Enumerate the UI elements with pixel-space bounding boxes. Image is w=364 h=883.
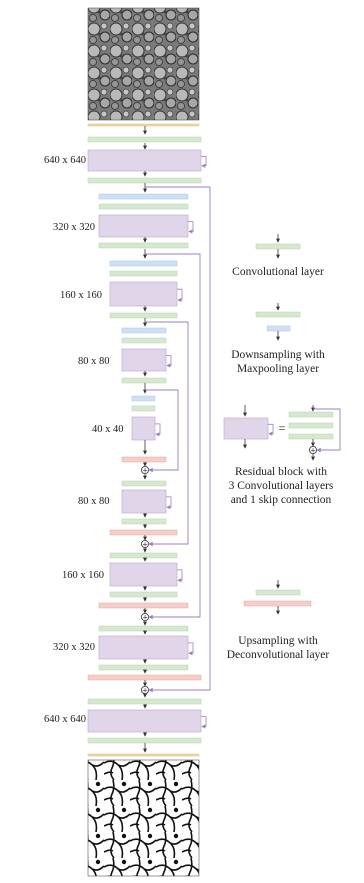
residual-skip-arrow: [155, 423, 161, 437]
legend-up-line-2: Deconvolutional layer: [226, 649, 330, 661]
residual-block: [109, 562, 178, 587]
legend-conv-label: Convolutional layer: [232, 266, 324, 278]
stage-label-640-top: 640 x 640: [44, 155, 86, 166]
stage-label-160-up: 160 x 160: [62, 570, 104, 581]
conv-layer: [121, 377, 167, 384]
conv-layer: [98, 242, 189, 249]
conv-layer: [109, 552, 178, 559]
residual-skip-arrow: [201, 716, 207, 729]
maxpool-layer: [121, 327, 167, 334]
conv-layer: [98, 203, 189, 210]
sum-symbol: +: [310, 447, 316, 455]
stage-label-320-down: 320 x 320: [53, 222, 95, 233]
legend-maxpool-swatch: [266, 325, 291, 332]
stage-label-40: 40 x 40: [92, 424, 124, 435]
conv-layer: [121, 518, 167, 525]
legend-down-line-1: Downsampling with: [231, 349, 325, 361]
skip-connection: [145, 321, 189, 547]
residual-block: [87, 149, 202, 172]
legend-equals: =: [278, 421, 286, 435]
maxpool-layer: [131, 395, 156, 402]
skip-connection: [145, 389, 179, 473]
legend-down-conv-swatch: [255, 311, 301, 318]
legend-down-label: Downsampling with Maxpooling layer: [206, 348, 350, 376]
input-strip: [87, 123, 200, 127]
stage-label-640-bottom: 640 x 640: [44, 714, 86, 725]
legend-res-conv-1: [288, 411, 334, 418]
legend-down-line-2: Maxpooling layer: [236, 363, 320, 375]
deconv-layer: [121, 456, 167, 463]
skip-connection: [145, 253, 201, 620]
legend-graphics: +: [223, 234, 341, 615]
legend-res-line-3: and 1 skip connection: [230, 494, 332, 506]
sum-symbol: +: [142, 687, 148, 695]
stage-label-160-down: 160 x 160: [60, 290, 102, 301]
deconv-layer: [109, 529, 178, 536]
deconv-layer: [98, 602, 189, 609]
conv-layer: [87, 136, 202, 143]
residual-skip-arrow: [188, 642, 194, 656]
output-strip: [87, 753, 200, 757]
legend-up-conv-swatch: [255, 589, 301, 596]
residual-block: [131, 416, 156, 441]
maxpool-layer: [109, 260, 178, 267]
network-body: + + + +: [87, 126, 211, 753]
output-image: [87, 759, 200, 877]
sum-symbol: +: [142, 467, 148, 475]
sum-symbol: +: [142, 541, 148, 549]
residual-skip-arrow: [188, 221, 194, 234]
conv-layer: [87, 698, 202, 705]
legend-res-conv-3: [288, 433, 334, 440]
sum-node: [308, 445, 317, 454]
conv-layer: [87, 177, 202, 184]
skip-connection: [145, 186, 211, 693]
residual-block: [98, 635, 189, 660]
residual-skip-arrow: [177, 288, 183, 302]
conv-layer: [109, 591, 178, 598]
legend-deconv-swatch: [243, 600, 312, 607]
residual-block: [121, 348, 167, 372]
legend-up-line-1: Upsampling with: [238, 635, 318, 647]
residual-block: [121, 489, 167, 514]
deconv-layer: [87, 674, 202, 681]
legend-res-line-1: Residual block with: [235, 466, 327, 478]
legend-up-label: Upsampling with Deconvolutional layer: [206, 634, 350, 662]
residual-skip-arrow: [166, 496, 172, 510]
residual-block: [98, 214, 189, 238]
legend-residual-block: [223, 417, 269, 440]
stage-label-320-up: 320 x 320: [53, 642, 95, 653]
stage-label-80-down: 80 x 80: [78, 356, 110, 367]
legend-res-conv-2: [288, 422, 334, 429]
conv-layer: [98, 625, 189, 632]
residual-skip-arrow: [166, 355, 172, 368]
legend-conv-swatch: [255, 243, 301, 250]
conv-layer: [98, 664, 189, 671]
input-image: [87, 7, 200, 121]
conv-layer: [121, 337, 167, 344]
conv-layer: [109, 270, 178, 277]
residual-block: [87, 709, 202, 733]
conv-layer: [87, 737, 202, 744]
residual-skip-arrow: [201, 155, 207, 168]
legend-res-label: Residual block with 3 Convolutional laye…: [206, 465, 356, 507]
maxpool-layer: [98, 193, 189, 200]
stage-label-80-up: 80 x 80: [78, 496, 110, 507]
conv-layer: [131, 405, 156, 412]
conv-layer: [121, 480, 167, 487]
residual-block: [109, 281, 178, 307]
conv-layer: [109, 312, 178, 319]
residual-skip-arrow: [177, 569, 183, 583]
legend-res-line-2: 3 Convolutional layers: [228, 480, 334, 492]
residual-skip-arrow: [268, 423, 274, 436]
legend-res-skip: [313, 408, 341, 453]
sum-symbol: +: [142, 614, 148, 622]
